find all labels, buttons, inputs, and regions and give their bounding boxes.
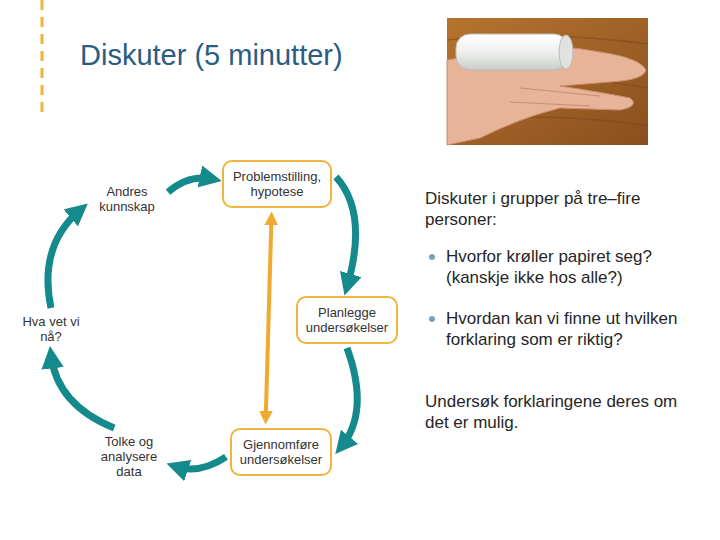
body-text: Undersøk forklaringene deres om det er m… — [425, 391, 705, 433]
double-arrow — [266, 217, 272, 419]
node-text: Tolke og analysere data — [94, 434, 164, 479]
step-text: Tolke og analysere data — [92, 432, 166, 481]
body-text: Diskuter i grupper på tre–fire personer: — [425, 188, 705, 230]
cycle-arrow — [175, 457, 226, 469]
cycle-arrow — [341, 348, 357, 447]
node-text: Gjennomføre undersøkelser — [238, 437, 324, 467]
bullet-text: Hvordan kan vi finne ut hvilken forklari… — [446, 308, 702, 350]
process-box: Planlegge undersøkelser — [296, 296, 398, 344]
bullet-dot — [429, 254, 435, 260]
node-text: Andres kunnskap — [92, 184, 162, 214]
process-box: Gjennomføre undersøkelser — [230, 428, 332, 476]
cycle-arrow — [48, 209, 81, 308]
dashed-rule — [41, 0, 44, 112]
cycle-arrow — [336, 177, 356, 287]
cycle-arrow — [168, 178, 213, 192]
cycle-arrow — [51, 355, 114, 428]
slide-title: Diskuter (5 minutter) — [80, 38, 343, 72]
photo-curled-paper — [447, 18, 648, 145]
bullet-text: Hvorfor krøller papiret seg? (kanskje ik… — [446, 246, 702, 288]
step-text: Andres kunnskap — [90, 182, 164, 216]
node-text: Planlegge undersøkelser — [304, 305, 390, 335]
step-text: Hva vet vi nå? — [14, 312, 88, 346]
node-text: Hva vet vi nå? — [16, 314, 86, 344]
bullet-dot — [429, 316, 435, 322]
process-box: Problemstilling, hypotese — [222, 160, 332, 208]
node-text: Problemstilling, hypotese — [230, 169, 324, 199]
